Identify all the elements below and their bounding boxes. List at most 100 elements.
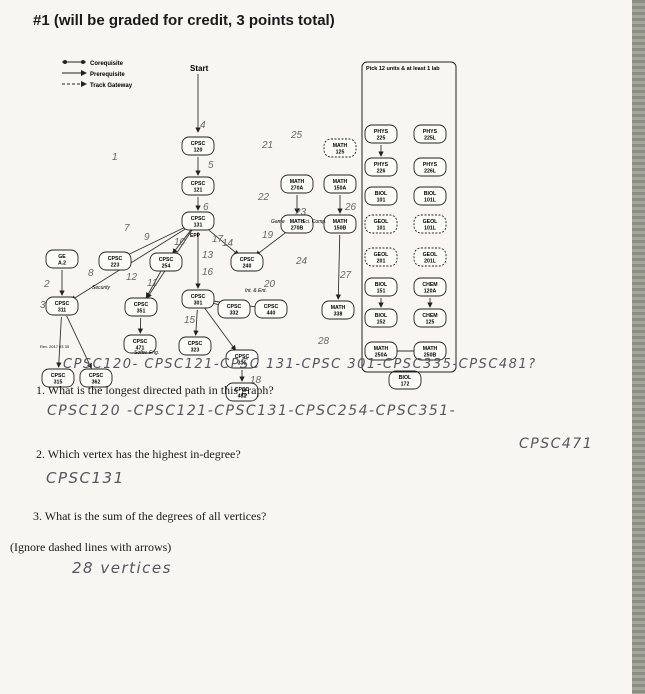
legend-corequisite: Corequisite (90, 61, 124, 67)
page-edge (632, 0, 645, 694)
handwritten-path: CPSC120- CPSC121-CPSC 131-CPSC 301-CPSC3… (63, 357, 537, 372)
course-label: 250B (424, 353, 437, 359)
edge-number-21: 21 (261, 140, 273, 151)
answer-1-line-2: CPSC471 (519, 436, 594, 452)
course-label: 315 (54, 380, 63, 386)
edge-number-25: 25 (290, 130, 303, 141)
course-label: 301 (194, 301, 203, 307)
edge-cpsc301-cpsc335 (204, 307, 237, 351)
course-node-cpsc121: CPSC121 (181, 176, 215, 196)
softw-eng-label: Softw. Eng. (134, 350, 159, 356)
course-label: 240 (243, 264, 252, 270)
edge-number-6: 6 (203, 202, 209, 213)
course-label: 471 (136, 346, 145, 352)
graph-legend: Corequisite Prerequisite Track Gateway (62, 60, 133, 89)
course-label: BIOL (424, 191, 437, 197)
course-label: BIOL (375, 313, 388, 319)
course-label: GE (58, 254, 66, 260)
int-ent-label: Int. & Ent. (245, 288, 267, 294)
course-label: 351 (137, 309, 146, 315)
course-label: 226L (424, 169, 437, 175)
edge-math270b-cpsc240 (255, 230, 289, 256)
course-label: 323 (191, 348, 200, 354)
course-label: CPSC (51, 373, 66, 379)
course-label: CPSC (227, 304, 242, 310)
course-label: 150A (334, 186, 347, 192)
edge-number-17: 17 (212, 234, 224, 245)
edge-number-15: 15 (184, 315, 196, 326)
edge-number-14: 14 (222, 238, 234, 249)
course-label: CPSC (191, 141, 206, 147)
course-node-cpsc481: CPSC481 (225, 382, 259, 402)
course-label: MATH (333, 143, 348, 149)
course-label: 332 (230, 311, 239, 317)
edge-number-16: 16 (202, 267, 214, 278)
edge-cpsc131-cpsc223 (124, 225, 189, 257)
course-label: PHYS (423, 129, 438, 135)
course-label: 226 (377, 169, 386, 175)
epp-label: EPP (190, 233, 201, 239)
edge-number-20: 20 (263, 279, 276, 290)
edge-number-22: 22 (257, 192, 270, 203)
question-3: 3. What is the sum of the degrees of all… (33, 509, 267, 523)
course-node-cpsc471: CPSC471 (123, 334, 157, 354)
course-label: 362 (92, 380, 101, 386)
course-label: 270A (291, 186, 304, 192)
course-node-cpsc120: CPSC120 (181, 136, 215, 156)
course-label: BIOL (399, 375, 412, 381)
edge-number-13: 13 (202, 250, 214, 261)
edge-number-7: 7 (124, 223, 130, 234)
legend-prerequisite: Prerequisite (90, 72, 125, 78)
edge-cpsc131-cpsc240 (206, 227, 240, 256)
course-label: MATH (374, 346, 389, 352)
course-label: CPSC (191, 294, 206, 300)
course-label: 254 (162, 264, 171, 270)
course-label: 338 (334, 312, 343, 318)
course-label: 335 (238, 361, 247, 367)
course-label: CPSC (191, 216, 206, 222)
edge-number-27: 27 (339, 270, 352, 281)
course-label: 101L (424, 198, 437, 204)
course-label: 225L (424, 136, 437, 142)
edge-number-12: 12 (126, 272, 138, 283)
edge-number-11: 11 (147, 278, 157, 289)
edge-number-9: 9 (144, 232, 150, 243)
edge-number-18: 18 (250, 375, 262, 386)
course-label: GEOL (374, 219, 390, 225)
course-label: 201 (377, 259, 386, 265)
edge-cpsc311-cpsc362 (66, 315, 92, 369)
course-label: BIOL (375, 282, 388, 288)
course-label: 151 (377, 289, 386, 295)
course-label: 223 (111, 263, 120, 269)
revision-label: Rev. 2017 03 30 (40, 344, 70, 349)
course-label: 121 (194, 188, 203, 194)
course-label: CPSC (133, 339, 148, 345)
edge-math150b-math338 (335, 234, 342, 300)
edge-cpsc131-cpsc254 (172, 229, 192, 255)
course-label: 131 (194, 223, 203, 229)
course-label: 225 (377, 136, 386, 142)
course-label: 440 (267, 311, 276, 317)
course-label: 125 (336, 150, 345, 156)
edge-number-3: 3 (40, 300, 46, 311)
course-label: CHEM (422, 282, 437, 288)
course-label: 101 (377, 198, 386, 204)
